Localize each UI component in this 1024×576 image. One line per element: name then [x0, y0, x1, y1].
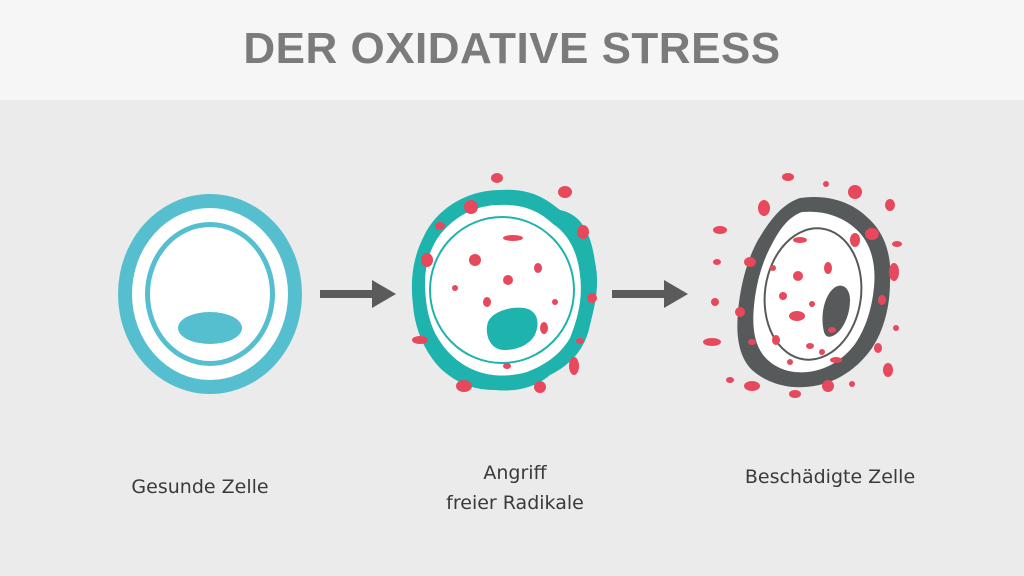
radical-dot [748, 339, 756, 345]
radical-dot [793, 237, 807, 243]
radical-dot [703, 338, 721, 346]
header-band [0, 0, 1024, 100]
radical-dot [830, 357, 842, 363]
radical-dot [713, 226, 727, 234]
radical-dot [744, 257, 756, 267]
radical-dot [456, 380, 472, 392]
radical-dot [483, 297, 491, 307]
stage-label-line: Angriff [483, 462, 547, 484]
radical-dot [569, 357, 579, 375]
radical-dot [770, 265, 776, 271]
radical-dot [744, 381, 760, 391]
radical-dot [503, 235, 523, 241]
radical-dot [849, 381, 855, 387]
damaged-cell-outer-ring [753, 211, 875, 373]
radical-dot [713, 259, 721, 265]
radical-dot [772, 335, 780, 345]
radical-dot [789, 311, 805, 321]
radical-dot [809, 301, 815, 307]
radical-dot [878, 295, 886, 305]
radical-dot [758, 200, 770, 216]
stage-label-line: Beschädigte Zelle [744, 466, 916, 488]
radical-dot [823, 181, 829, 187]
radical-dot [889, 263, 899, 281]
radical-dot [819, 349, 825, 355]
page-title: DER OXIDATIVE STRESS [243, 24, 781, 73]
damaged-cell-nucleus [822, 285, 850, 337]
free-radicals [412, 173, 902, 398]
healthy-cell-nucleus [178, 312, 242, 344]
radical-dot [435, 222, 445, 230]
radical-dot [587, 293, 597, 303]
radical-dot [806, 343, 814, 349]
radical-dot [885, 199, 895, 211]
stage-label-healthy: Gesunde Zelle [100, 472, 300, 502]
radical-dot [421, 253, 433, 267]
radical-dot [577, 225, 589, 239]
radical-dot [828, 327, 836, 333]
radical-dot [892, 241, 902, 247]
radical-dot [503, 275, 513, 285]
radical-dot [491, 173, 503, 183]
radical-dot [782, 173, 794, 181]
stage-label-line: Gesunde Zelle [131, 476, 269, 498]
arrow-right-icon [612, 280, 688, 308]
radical-dot [883, 363, 893, 377]
radical-dot [865, 228, 879, 240]
radical-dot [893, 325, 899, 331]
radical-dot [534, 381, 546, 393]
radical-dot [552, 299, 558, 305]
radical-dot [874, 343, 882, 353]
radical-dot [711, 298, 719, 306]
radical-dot [824, 262, 832, 274]
radical-dot [464, 200, 478, 214]
oxidative-stress-diagram [118, 173, 902, 398]
radical-dot [787, 359, 793, 365]
radical-dot [576, 338, 584, 344]
damaged-cell-inner-ring [763, 227, 863, 361]
attacked-cell [411, 189, 598, 391]
attacked-cell-inner-ring [429, 216, 575, 364]
radical-dot [469, 254, 481, 266]
stage-label-line: freier Radikale [446, 492, 584, 514]
attacked-cell-nucleus [486, 307, 538, 350]
healthy-cell [118, 194, 302, 394]
radical-dot [412, 336, 428, 344]
radical-dot [735, 307, 745, 317]
radical-dot [534, 263, 542, 273]
radical-dot [789, 390, 801, 398]
radical-dot [822, 380, 834, 392]
radical-dot [850, 233, 860, 247]
damaged-cell [737, 196, 891, 388]
radical-dot [779, 292, 787, 300]
stage-label-attack: Angriff freier Radikale [400, 458, 630, 518]
radical-dot [558, 186, 572, 198]
radical-dot [503, 363, 511, 369]
radical-dot [793, 271, 803, 281]
radical-dot [452, 285, 458, 291]
radical-dot [726, 377, 734, 383]
radical-dot [848, 185, 862, 199]
radical-dot [540, 322, 548, 334]
arrow-right-icon [320, 280, 396, 308]
stage-label-damaged: Beschädigte Zelle [710, 462, 950, 492]
